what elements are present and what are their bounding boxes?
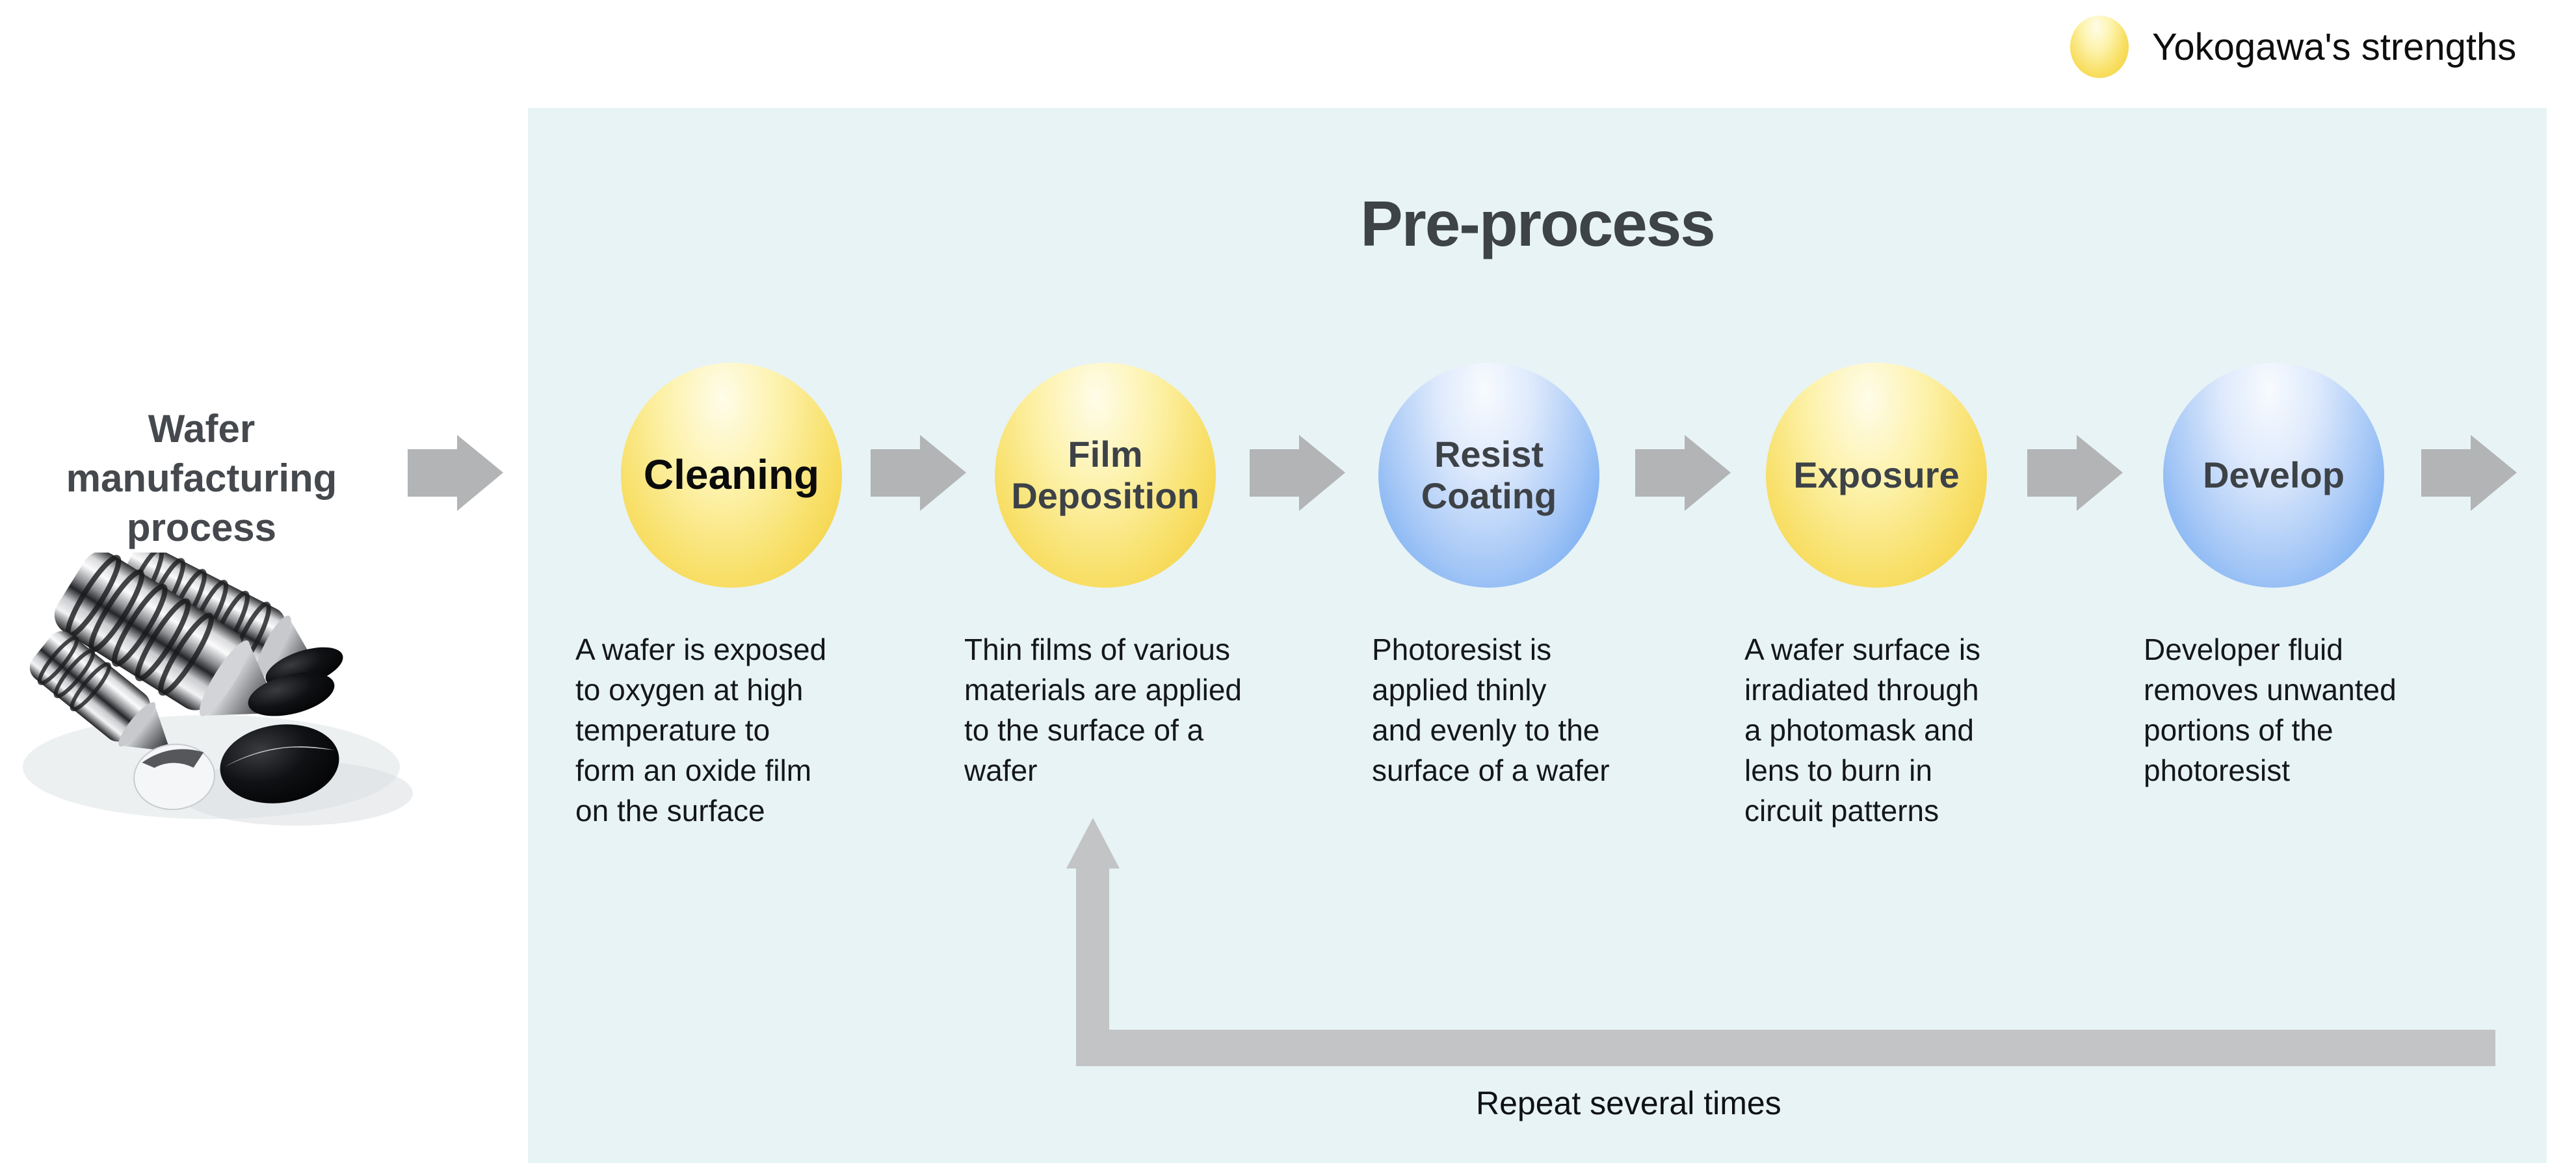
arrow-right-icon (1685, 435, 1731, 511)
silicon-ingots-and-wafers-photo (23, 553, 413, 826)
flow-arrow-2 (1250, 435, 1345, 511)
stage-description-develop: Developer fluid removes unwanted portion… (2144, 633, 2397, 787)
legend: Yokogawa's strengths (2070, 16, 2516, 78)
stage-description-resist-coating: Photoresist is applied thinly and evenly… (1372, 633, 1610, 787)
stage-label: Cleaning (643, 451, 820, 499)
flow-arrow-4 (2027, 435, 2123, 511)
stage-label: Develop (2203, 454, 2345, 495)
stage-description-film-deposition: Thin films of various materials are appl… (964, 633, 1242, 787)
pre-process-panel (528, 108, 2547, 1163)
stage-label: Resist Coating (1421, 433, 1557, 516)
stage-circle-cleaning: Cleaning (621, 363, 842, 588)
stage-circle-film-deposition: Film Deposition (995, 363, 1216, 588)
stage-circle-exposure: Exposure (1766, 363, 1987, 588)
arrow-body (871, 449, 920, 497)
flow-arrow-1 (871, 435, 966, 511)
stage-label: Film Deposition (1011, 433, 1200, 516)
arrow-body (1250, 449, 1299, 497)
stage-description-exposure: A wafer surface is irradiated through a … (1744, 633, 1981, 828)
legend-label: Yokogawa's strengths (2152, 25, 2517, 68)
yellow-strength-dot-icon (2070, 16, 2129, 78)
arrow-body (2421, 449, 2471, 497)
repeat-note: Repeat several times (1476, 1085, 1781, 1121)
arrow-body (408, 449, 457, 497)
stage-circle-develop: Develop (2163, 363, 2384, 588)
flow-arrow-3 (1635, 435, 1731, 511)
stage-circle-resist-coating: Resist Coating (1378, 363, 1599, 588)
arrow-right-icon (2471, 435, 2517, 511)
arrow-right-icon (1299, 435, 1345, 511)
stage-description-cleaning: A wafer is exposed to oxygen at high tem… (575, 633, 827, 828)
arrow-body (2027, 449, 2077, 497)
flow-arrow-out (2421, 435, 2517, 511)
pre-process-title: Pre-process (1360, 188, 1716, 259)
arrow-right-icon (920, 435, 966, 511)
arrow-body (1635, 449, 1685, 497)
repeat-loop-arrow-icon (1066, 818, 2495, 1066)
flow-arrow-into-process (408, 435, 503, 511)
arrow-right-icon (2077, 435, 2123, 511)
arrow-right-icon (457, 435, 503, 511)
wafer-manufacturing-title: Wafer manufacturing process (66, 407, 337, 549)
stage-label: Exposure (1793, 454, 1960, 495)
